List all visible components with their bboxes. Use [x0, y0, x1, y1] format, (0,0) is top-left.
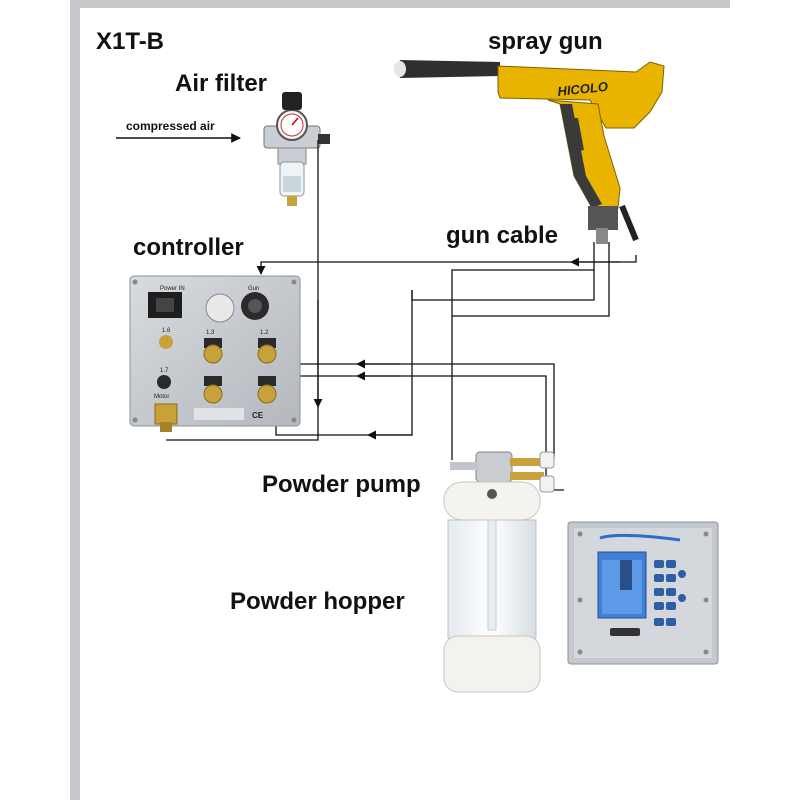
control-display-unit [567, 521, 719, 665]
motor-label: Motor [154, 394, 169, 400]
powder-hopper-label: Powder hopper [230, 588, 405, 615]
air-supply-line [166, 140, 319, 441]
controller-label: controller [133, 234, 244, 261]
port-1-2-label: 1.2 [260, 330, 269, 336]
port-1-7-label: 1.7 [160, 368, 169, 374]
powder-pump-label: Powder pump [262, 471, 421, 498]
frame-top-edge [70, 0, 730, 8]
model-title: X1T-B [96, 28, 165, 55]
gun-brand-text: HICOLO [557, 79, 609, 99]
frame-right-edge [725, 0, 730, 8]
port-1-6-label: 1.6 [162, 328, 171, 334]
frame-left-edge [70, 0, 80, 800]
port-1-3-label: 1.3 [206, 330, 215, 336]
power-in-label: Power IN [160, 286, 185, 292]
ce-mark: CE [252, 411, 264, 420]
connection-lines [166, 140, 637, 491]
air-filter-label: Air filter [175, 70, 268, 97]
gun-port-label: Gun [248, 286, 259, 292]
pump-air-line-1 [275, 290, 413, 436]
powder-hopper-unit [443, 451, 555, 693]
compressed-air-label: compressed air [126, 119, 215, 133]
air-filter-unit [263, 92, 330, 206]
controller-unit: Power IN Gun 1.6 1.3 1.2 1.7 Motor CE [129, 275, 301, 432]
pump-air-line-3 [270, 375, 564, 491]
spray-gun-label: spray gun [488, 28, 603, 55]
gun-cable-label: gun cable [446, 222, 559, 249]
spray-gun: HICOLO [394, 60, 665, 244]
powder-hose-line [451, 242, 595, 460]
gun-cable-line [256, 255, 637, 275]
